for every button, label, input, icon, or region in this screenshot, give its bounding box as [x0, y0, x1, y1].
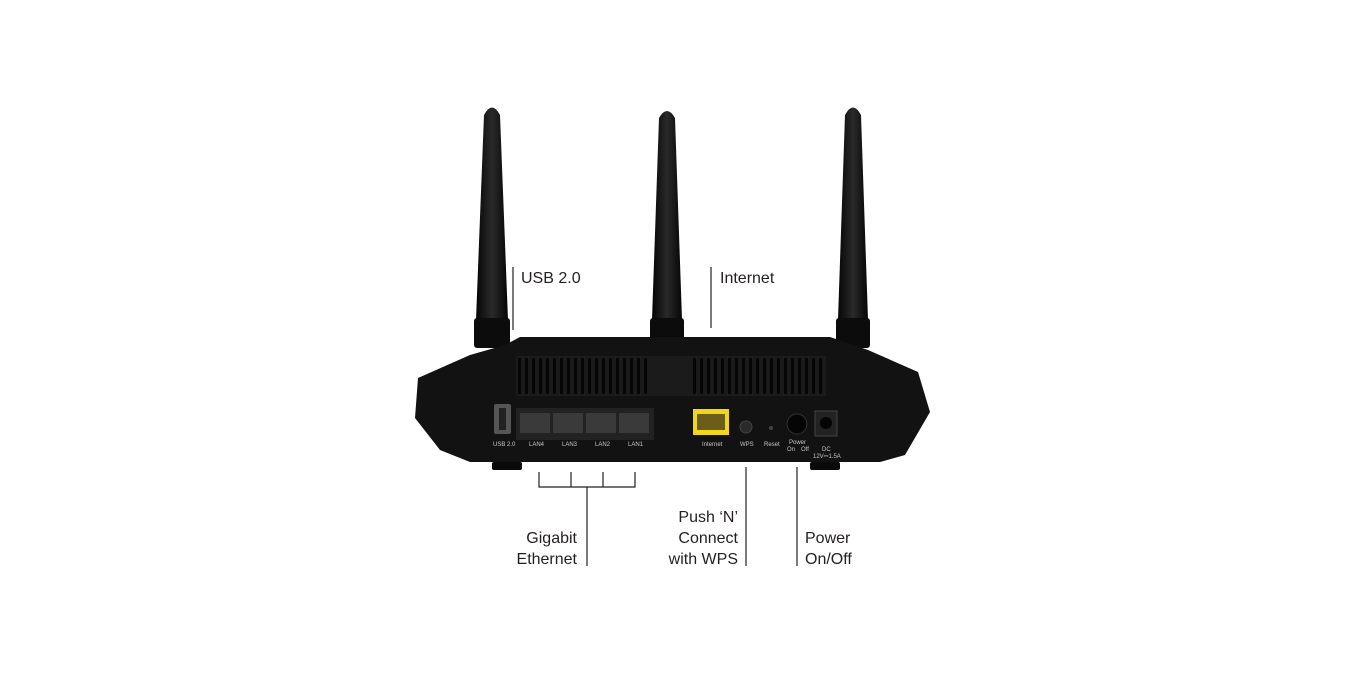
vent-slot — [770, 358, 773, 394]
vent-slot — [735, 358, 738, 394]
vent-slot — [721, 358, 724, 394]
vent-slot — [623, 358, 626, 394]
vent-slot — [756, 358, 759, 394]
vent-slot — [560, 358, 563, 394]
vent-slot — [525, 358, 528, 394]
reset-button[interactable] — [769, 426, 773, 430]
dc-power-jack[interactable] — [814, 410, 838, 437]
wps-callout-line3: with WPS — [668, 551, 738, 568]
power-off-label: Off — [801, 447, 809, 453]
lan-port-1[interactable] — [619, 413, 649, 433]
lan1-label: LAN1 — [628, 442, 644, 448]
vent-slot — [581, 358, 584, 394]
lan4-label: LAN4 — [529, 442, 545, 448]
vent-slot — [798, 358, 801, 394]
antenna-middle — [650, 111, 684, 348]
reset-label: Reset — [764, 442, 780, 448]
vent-slot — [707, 358, 710, 394]
router-body — [415, 337, 930, 470]
vent-slot — [616, 358, 619, 394]
vent-slot — [700, 358, 703, 394]
vent-slot — [532, 358, 535, 394]
usb-port-label: USB 2.0 — [493, 442, 516, 448]
vent-slot — [714, 358, 717, 394]
vent-slot — [791, 358, 794, 394]
vent-slot — [518, 358, 521, 394]
vent-slot — [588, 358, 591, 394]
wps-callout-line1: Push ‘N’ — [678, 509, 738, 526]
gigabit-ethernet-bracket — [538, 472, 636, 566]
vent-slot — [553, 358, 556, 394]
power-callout-line2: On/Off — [805, 551, 852, 568]
vent-slot — [539, 358, 542, 394]
vent-slot — [805, 358, 808, 394]
vent-slot — [637, 358, 640, 394]
power-callout-line1: Power — [805, 530, 851, 547]
lan3-label: LAN3 — [562, 442, 578, 448]
vent-slot — [630, 358, 633, 394]
vent-slot — [574, 358, 577, 394]
power-label: Power — [789, 440, 806, 446]
vent-slot — [609, 358, 612, 394]
power-button[interactable] — [786, 413, 808, 435]
vent-slot — [728, 358, 731, 394]
wps-button[interactable] — [739, 420, 753, 434]
wps-callout-line2: Connect — [678, 530, 738, 547]
vent-slot — [693, 358, 696, 394]
lan2-label: LAN2 — [595, 442, 611, 448]
antenna-left — [474, 107, 510, 348]
lan-port-3[interactable] — [553, 413, 583, 433]
vent-slot — [742, 358, 745, 394]
wps-label: WPS — [740, 442, 754, 448]
vent-slot — [644, 358, 647, 394]
dc-label: DC — [822, 447, 831, 453]
vent-slot — [812, 358, 815, 394]
vent-slot — [602, 358, 605, 394]
vent-slot — [595, 358, 598, 394]
vent-slot — [749, 358, 752, 394]
vent-slot — [546, 358, 549, 394]
vent-slot — [784, 358, 787, 394]
vent-slot — [763, 358, 766, 394]
vent-slot — [819, 358, 822, 394]
power-on-label: On — [787, 447, 795, 453]
lan-port-2[interactable] — [586, 413, 616, 433]
vents — [518, 358, 822, 394]
gigabit-callout-line1: Gigabit — [526, 530, 577, 547]
internet-port[interactable] — [693, 409, 729, 435]
vent-slot — [567, 358, 570, 394]
gigabit-callout-line2: Ethernet — [517, 551, 578, 568]
usb-callout: USB 2.0 — [521, 270, 581, 287]
antenna-right — [836, 107, 870, 348]
dc-rating-label: 12V⎓1.5A — [813, 454, 841, 460]
internet-port-label: Internet — [702, 442, 723, 448]
lan-port-4[interactable] — [520, 413, 550, 433]
vent-slot — [777, 358, 780, 394]
internet-callout: Internet — [720, 270, 775, 287]
usb-port[interactable] — [494, 404, 511, 434]
